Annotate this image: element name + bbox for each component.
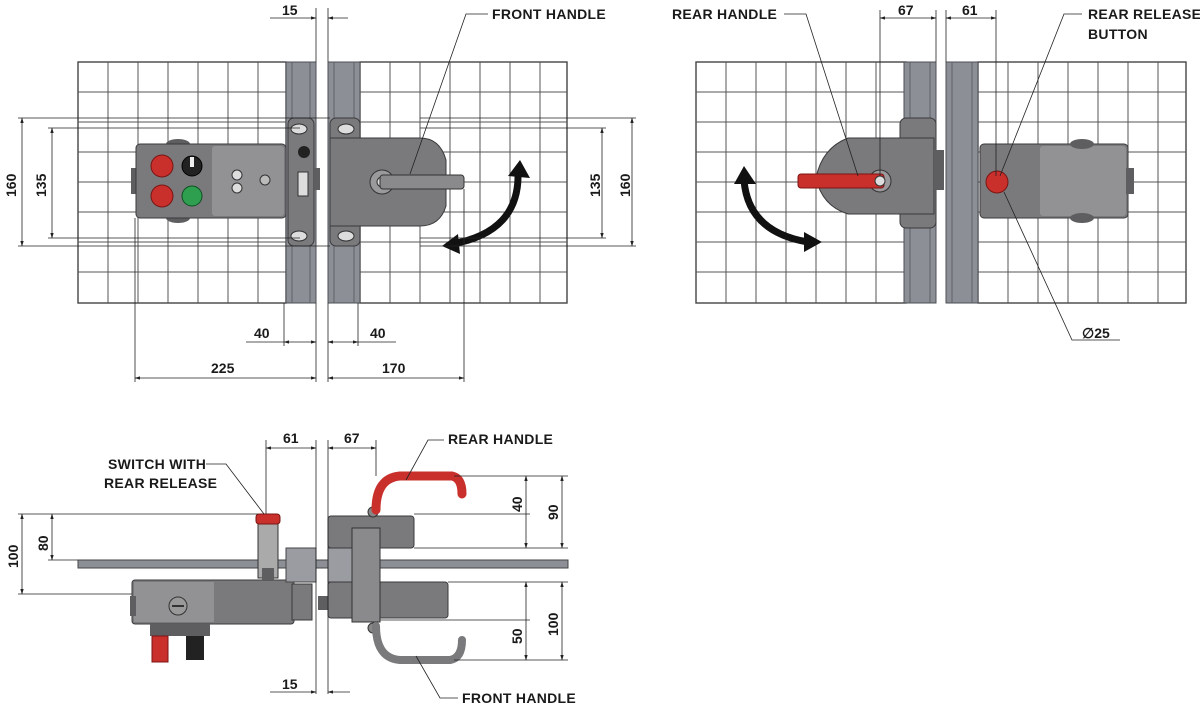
side-switch-body	[130, 579, 328, 663]
green-button	[181, 185, 203, 207]
front-handle-lever	[379, 174, 465, 190]
rear-release-plunger	[255, 513, 281, 580]
rotation-arrow-icon	[442, 160, 530, 254]
handle-unit-front	[329, 117, 465, 247]
dim-61-top: 61	[962, 2, 978, 18]
indicator-lamp	[231, 169, 243, 181]
dim-90-side: 90	[545, 504, 561, 520]
handle-unit-rear	[797, 117, 944, 229]
dim-61-side: 61	[283, 430, 299, 446]
dim-15-top: 15	[282, 2, 298, 18]
label-switch-1: SWITCH WITH	[108, 456, 206, 472]
rear-handle-lever	[797, 173, 885, 189]
side-front-handle	[372, 622, 466, 664]
black-connector	[186, 636, 204, 660]
dim-225: 225	[211, 360, 235, 376]
dim-80-side: 80	[35, 535, 51, 551]
dim-100-right-side: 100	[545, 612, 561, 636]
label-rear-handle-side: REAR HANDLE	[448, 431, 553, 447]
label-rear-release-2: BUTTON	[1088, 26, 1148, 42]
view-top-front: FRONT HANDLE 15 160 135 135 160	[3, 2, 636, 382]
dim-40-side: 40	[509, 496, 525, 512]
dim-diameter-25: ∅25	[1082, 325, 1110, 341]
side-handle-unit	[327, 471, 467, 664]
label-switch-2: REAR RELEASE	[104, 475, 217, 491]
side-rear-handle	[371, 471, 467, 515]
label-rear-release-1: REAR RELEASE	[1088, 6, 1200, 22]
switch-housing	[131, 139, 287, 223]
label-front-handle-side: FRONT HANDLE	[462, 690, 576, 706]
dim-15-side: 15	[282, 676, 298, 692]
dim-67-top: 67	[898, 2, 914, 18]
rear-release-button	[985, 170, 1009, 194]
dim-100-left-side: 100	[5, 544, 21, 568]
dim-170: 170	[382, 360, 406, 376]
dim-67-side: 67	[344, 430, 360, 446]
rotation-arrow-rear-icon	[734, 166, 822, 252]
rear-switch-body	[979, 139, 1134, 223]
dim-40-left: 40	[254, 325, 270, 341]
red-button-bottom	[150, 184, 174, 208]
key-icon	[259, 174, 271, 186]
actuator-mount	[287, 117, 320, 247]
dim-50-side: 50	[509, 628, 525, 644]
label-rear-handle-top: REAR HANDLE	[672, 6, 777, 22]
dim-160-left: 160	[3, 173, 19, 197]
dim-40-right: 40	[370, 325, 386, 341]
view-side: SWITCH WITH REAR RELEASE REAR HANDLE FRO…	[5, 430, 576, 706]
dim-135-right: 135	[587, 173, 603, 197]
view-top-rear: REAR HANDLE REAR RELEASE BUTTON 67 61 ∅2…	[672, 2, 1200, 341]
red-button-top	[150, 154, 174, 178]
dim-135-left: 135	[33, 173, 49, 197]
profile-post-rear-right	[945, 61, 979, 304]
label-front-handle: FRONT HANDLE	[492, 6, 606, 22]
dim-160-right: 160	[617, 173, 633, 197]
red-connector	[151, 635, 169, 663]
